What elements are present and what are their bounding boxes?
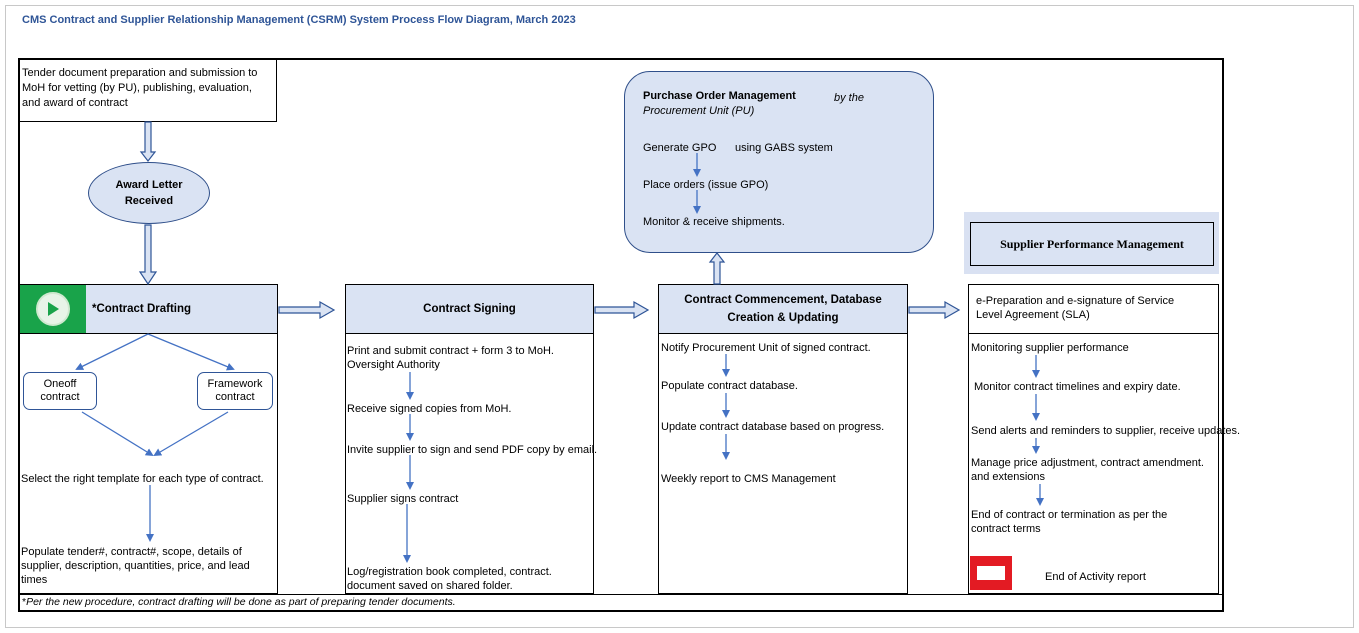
oneoff-line-1: Oneoff (43, 378, 77, 390)
commencement-step-1: Notify Procurement Unit of signed contra… (661, 342, 871, 354)
spm-step-2: Monitor contract timelines and expiry da… (974, 381, 1181, 393)
signing-step-4: Supplier signs contract (347, 493, 459, 505)
spm-step-4: Manage price adjustment, contract amendm… (971, 457, 1204, 469)
tender-line-2: MoH for vetting (by PU), publishing, eva… (22, 82, 252, 94)
arrow-oneoff-to-merge (81, 411, 154, 457)
po-by: by the (834, 92, 864, 104)
sla-header (968, 284, 1219, 334)
spm-header-label: Supplier Performance Management (1000, 236, 1184, 251)
po-place: Place orders (issue GPO) (643, 179, 769, 191)
spm-header: Supplier Performance Management (970, 222, 1214, 266)
stop-icon-inner (977, 566, 1005, 580)
block-arrow-tender-to-award (139, 121, 157, 162)
spm-column (968, 284, 1219, 594)
framework-line-2: contract (215, 391, 255, 403)
stop-icon (970, 556, 1012, 590)
signing-step-5b: document saved on shared folder. (347, 580, 513, 592)
block-arrow-signing-to-commencement (594, 300, 650, 320)
commencement-header-line-2: Creation & Updating (727, 312, 839, 324)
commencement-header: Contract Commencement, Database Creation… (658, 284, 908, 334)
commencement-header-line-1: Contract Commencement, Database (684, 294, 882, 306)
footnote-bar (19, 594, 1223, 611)
signing-column (345, 284, 594, 594)
populate-line-2: supplier, description, quantities, price… (21, 560, 250, 572)
framework-contract-box: Framework contract (197, 372, 273, 410)
commencement-step-3: Update contract database based on progre… (661, 421, 885, 433)
po-unit: Procurement Unit (PU) (643, 105, 755, 117)
framework-line-1: Framework (207, 378, 263, 390)
sla-line-1: e-Preparation and e-signature of Service (976, 295, 1175, 307)
spm-step-5b: contract terms (971, 523, 1041, 535)
po-header: Purchase Order Management (643, 90, 796, 102)
oneoff-contract-box: Oneoff contract (23, 372, 97, 410)
arrow-framework-to-merge (153, 411, 229, 457)
block-arrow-commencement-to-spm (908, 300, 961, 320)
populate-line-1: Populate tender#, contract#, scope, deta… (21, 546, 242, 558)
signing-step-3: Invite supplier to sign and send PDF cop… (347, 444, 598, 456)
start-marker (20, 285, 86, 333)
signing-step-5: Log/registration book completed, contrac… (347, 566, 552, 578)
tender-line-1: Tender document preparation and submissi… (22, 67, 258, 79)
spm-step-1: Monitoring supplier performance (971, 342, 1129, 354)
populate-line-3: times (21, 574, 48, 586)
award-letter-ellipse: Award Letter Received (88, 162, 210, 224)
footnote-star: * (22, 596, 27, 608)
signing-step-2: Receive signed copies from MoH. (347, 403, 512, 415)
po-using: using GABS system (735, 142, 833, 154)
commencement-step-2: Populate contract database. (661, 380, 798, 392)
footnote: *Per the new procedure, contract draftin… (22, 596, 456, 608)
diagram-title: CMS Contract and Supplier Relationship M… (22, 14, 576, 26)
award-line-2: Received (124, 195, 174, 207)
signing-header-label: Contract Signing (423, 303, 516, 315)
arrow-drafting-to-framework (147, 333, 235, 371)
sla-line-2: Level Agreement (SLA) (976, 309, 1090, 321)
award-line-1: Award Letter (115, 179, 183, 191)
oneoff-line-2: contract (40, 391, 80, 403)
select-template-text: Select the right template for each type … (21, 473, 264, 485)
tender-box: Tender document preparation and submissi… (19, 59, 277, 122)
tender-line-3: and award of contract (22, 97, 128, 109)
po-generate: Generate GPO (643, 142, 717, 154)
spm-step-4b: and extensions (971, 471, 1045, 483)
signing-step-1: Print and submit contract + form 3 to Mo… (347, 345, 554, 357)
signing-header: Contract Signing (345, 284, 594, 334)
play-icon (36, 292, 70, 326)
signing-step-1b: Oversight Authority (347, 359, 440, 371)
spm-step-5: End of contract or termination as per th… (971, 509, 1168, 521)
commencement-column (658, 284, 908, 594)
end-activity-report: End of Activity report (1045, 571, 1146, 583)
purchase-order-box (624, 71, 934, 253)
drafting-header-label: *Contract Drafting (92, 303, 192, 315)
arrow-drafting-to-oneoff (75, 333, 149, 370)
commencement-step-4: Weekly report to CMS Management (661, 473, 836, 485)
spm-step-3: Send alerts and reminders to supplier, r… (971, 425, 1241, 437)
slide-frame (5, 5, 1354, 628)
block-arrow-drafting-to-signing (278, 300, 336, 320)
block-arrow-award-to-drafting (138, 224, 158, 286)
block-arrow-commencement-to-po (708, 252, 726, 285)
footnote-text: Per the new procedure, contract drafting… (26, 596, 456, 608)
po-monitor: Monitor & receive shipments. (643, 216, 785, 228)
